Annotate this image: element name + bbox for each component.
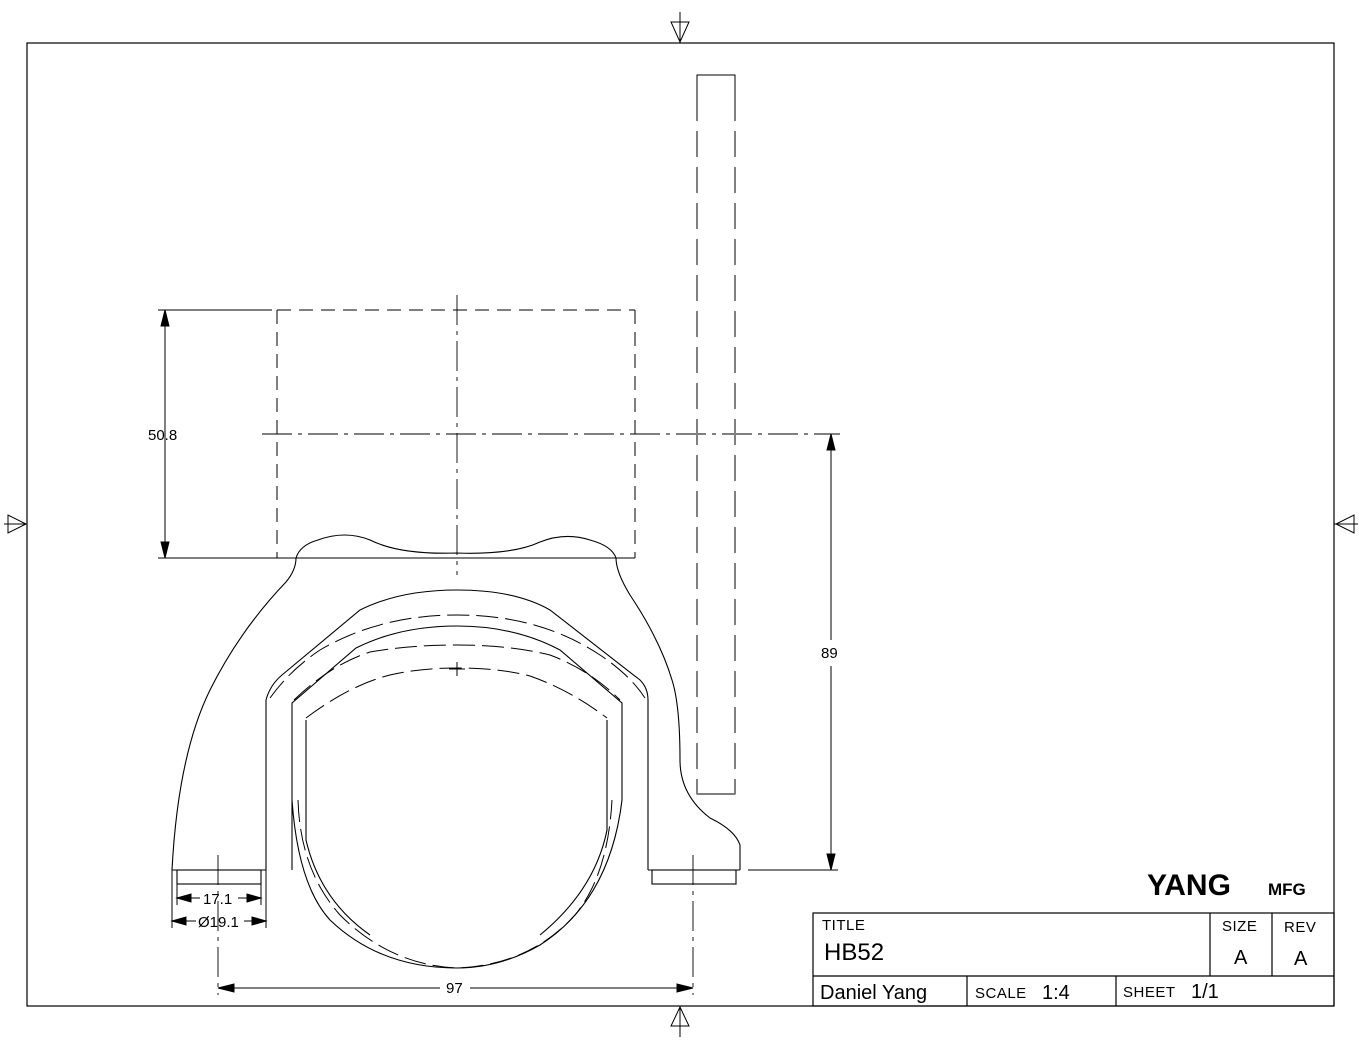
- size-label: SIZE: [1222, 918, 1257, 935]
- dim-97: [217, 983, 694, 993]
- sheet-label: SHEET: [1123, 984, 1176, 1001]
- title-value: HB52: [824, 939, 884, 966]
- dim-label-center-distance: 97: [446, 980, 463, 997]
- scale-value: 1:4: [1042, 982, 1070, 1004]
- dim-label-height-total: 89: [821, 645, 838, 662]
- drawn-by: Daniel Yang: [820, 982, 927, 1004]
- rev-label: REV: [1284, 919, 1316, 936]
- title-label: TITLE: [822, 917, 865, 934]
- logo-sub: MFG: [1268, 880, 1306, 899]
- centering-marks: [4, 12, 1358, 1037]
- size-value: A: [1234, 947, 1248, 969]
- center-lines: [217, 295, 840, 995]
- shaft-rod: [696, 74, 736, 795]
- sheet-value: 1/1: [1191, 981, 1219, 1003]
- logo-main: YANG: [1147, 869, 1231, 902]
- dim-17-1: [175, 884, 263, 905]
- dim-89: [748, 433, 838, 871]
- dim-label-bore-diameter: Ø19.1: [198, 914, 239, 931]
- scale-label: SCALE: [975, 985, 1027, 1002]
- dim-label-height-upper: 50.8: [148, 427, 177, 444]
- rev-value: A: [1294, 948, 1308, 970]
- hidden-bore-arcs: [269, 614, 646, 969]
- title-block: [812, 912, 1335, 1007]
- dim-label-inner-width: 17.1: [203, 891, 232, 908]
- dim-19-1: [170, 870, 268, 928]
- company-logo: YANG MFG: [1147, 869, 1306, 902]
- dim-50-8: [158, 309, 272, 559]
